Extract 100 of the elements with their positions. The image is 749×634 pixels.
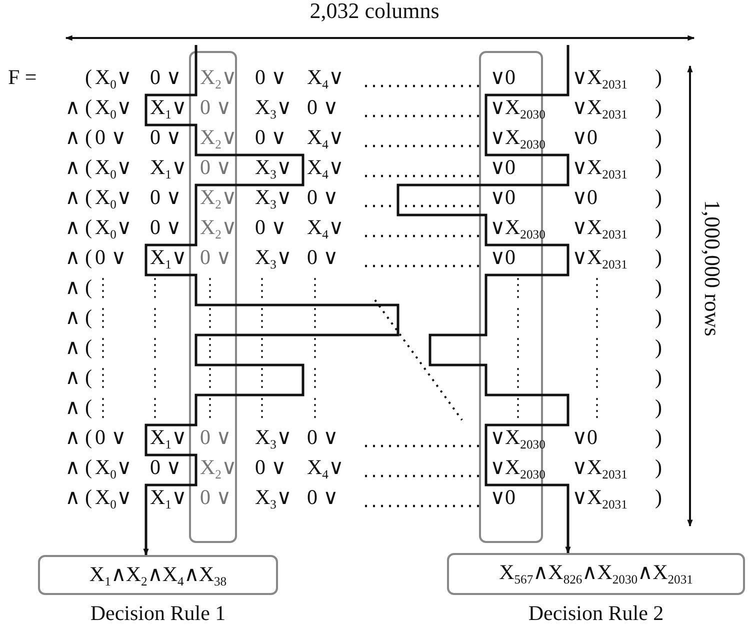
formula-term: 0 ∨ — [307, 245, 338, 269]
open-paren: ∧ ( — [64, 215, 92, 239]
close-paren: ) — [655, 215, 662, 239]
formula-term: X$_{3}$∨ — [255, 185, 292, 209]
formula-term: ∨0 — [490, 65, 516, 89]
rule-caption: Decision Rule 1 — [89, 601, 227, 626]
open-paren: ∧ ( — [64, 455, 92, 479]
formula-term: X$_{0}$∨ — [95, 215, 132, 239]
close-paren: ) — [655, 155, 662, 179]
close-paren: ) — [655, 65, 662, 89]
formula-term: X$_{4}$∨ — [307, 155, 344, 179]
formula-term: ∨X$_{2030}$ — [490, 425, 546, 449]
formula-term: X$_{3}$∨ — [255, 425, 292, 449]
open-paren: ∧ ( — [64, 485, 92, 509]
formula-term: ∨X$_{2031}$ — [572, 215, 628, 239]
formula-term: 0 ∨ — [255, 455, 286, 479]
formula-term: 0 ∨ — [200, 95, 231, 119]
open-paren: ∧ ( — [64, 125, 92, 149]
formula-term: X$_{3}$∨ — [255, 95, 292, 119]
formula-term: ∨X$_{2031}$ — [572, 155, 628, 179]
formula-term: X$_{2}$∨ — [200, 185, 236, 209]
formula-term: ∨X$_{2031}$ — [572, 455, 628, 479]
close-paren: ) — [655, 95, 662, 119]
formula-term: X$_{0}$∨ — [95, 485, 132, 509]
formula-term: 0 ∨ — [255, 125, 286, 149]
formula-term: X$_{3}$∨ — [255, 155, 292, 179]
open-paren: ∧ ( — [64, 305, 92, 329]
formula-term: 0 ∨ — [307, 95, 338, 119]
formula-term: 0 ∨ — [150, 455, 181, 479]
formula-term: X$_{2}$∨ — [200, 65, 236, 89]
close-paren: ) — [655, 125, 662, 149]
formula-term: X$_{4}$∨ — [307, 125, 344, 149]
formula-term: X$_{3}$∨ — [255, 485, 292, 509]
open-paren: ∧ ( — [64, 245, 92, 269]
close-paren: ) — [655, 185, 662, 209]
formula-term: X$_{0}$∨ — [95, 95, 132, 119]
formula-term: X$_{1}$∨ — [150, 155, 186, 179]
formula-term: 0 ∨ — [307, 185, 338, 209]
formula-term: ∨0 — [572, 185, 598, 209]
formula-term: X$_{4}$∨ — [307, 455, 344, 479]
formula-term: 0 ∨ — [95, 125, 126, 149]
formula-term: X$_{2}$∨ — [200, 215, 236, 239]
rule-caption: Decision Rule 2 — [527, 601, 665, 626]
close-paren: ) — [655, 425, 662, 449]
formula-term: X$_{0}$∨ — [95, 455, 132, 479]
formula-term: X$_{1}$∨ — [150, 425, 186, 449]
formula-name: F = — [8, 65, 37, 89]
formula-term: X$_{3}$∨ — [255, 245, 292, 269]
formula-term: 0 ∨ — [200, 155, 231, 179]
formula-term: 0 ∨ — [150, 185, 181, 209]
close-paren: ) — [655, 395, 662, 419]
open-paren: ∧ ( — [64, 275, 92, 299]
open-paren: ∧ ( — [64, 155, 92, 179]
formula-term: ∨X$_{2031}$ — [572, 65, 628, 89]
formula-term: 0 ∨ — [200, 425, 231, 449]
formula-term: 0 ∨ — [150, 215, 181, 239]
dimension-label: 2,032 columns — [308, 0, 440, 23]
formula-term: 0 ∨ — [307, 425, 338, 449]
arrow — [143, 45, 400, 556]
close-paren: ) — [655, 335, 662, 359]
formula-term: 0 ∨ — [200, 245, 231, 269]
formula-term: ∨X$_{2031}$ — [572, 245, 628, 269]
formula-term: ∨X$_{2030}$ — [490, 95, 546, 119]
open-paren: ∧ ( — [64, 95, 92, 119]
open-paren: ∧ ( — [64, 185, 92, 209]
formula-term: ∨X$_{2030}$ — [490, 215, 546, 239]
formula-term: ∨X$_{2031}$ — [572, 485, 628, 509]
close-paren: ) — [655, 245, 662, 269]
formula-term: ∨X$_{2030}$ — [490, 455, 546, 479]
arrow — [396, 45, 571, 554]
formula-term: X$_{1}$∨ — [150, 245, 186, 269]
formula-term: X$_{2}$∨ — [200, 455, 236, 479]
formula-term: 0 ∨ — [95, 425, 126, 449]
formula-term: X$_{4}$∨ — [307, 215, 344, 239]
formula-term: X$_{4}$∨ — [307, 65, 344, 89]
close-paren: ) — [655, 275, 662, 299]
formula-term: X$_{0}$∨ — [95, 185, 132, 209]
dimension-label: 1,000,000 rows — [700, 200, 724, 336]
formula-term: ∨0 — [490, 245, 516, 269]
formula-term: X$_{0}$∨ — [95, 65, 132, 89]
formula-term: 0 ∨ — [150, 65, 181, 89]
formula-term: ∨0 — [572, 125, 598, 149]
formula-term: ∨X$_{2031}$ — [572, 95, 628, 119]
formula-term: 0 ∨ — [150, 125, 181, 149]
formula-term: X$_{0}$∨ — [95, 155, 132, 179]
formula-term: ∨0 — [490, 185, 516, 209]
formula-term: 0 ∨ — [255, 65, 286, 89]
open-paren: ∧ ( — [64, 395, 92, 419]
formula-term: ∨0 — [490, 485, 516, 509]
formula-term: ∨X$_{2030}$ — [490, 125, 546, 149]
formula-term: ∨0 — [490, 155, 516, 179]
formula-term: X$_{2}$∨ — [200, 125, 236, 149]
close-paren: ) — [655, 455, 662, 479]
open-paren: ∧ ( — [64, 365, 92, 389]
formula-term: ∨0 — [572, 425, 598, 449]
close-paren: ) — [655, 365, 662, 389]
close-paren: ) — [655, 305, 662, 329]
formula-term: 0 ∨ — [307, 485, 338, 509]
formula-term: 0 ∨ — [255, 215, 286, 239]
formula-term: 0 ∨ — [200, 485, 231, 509]
